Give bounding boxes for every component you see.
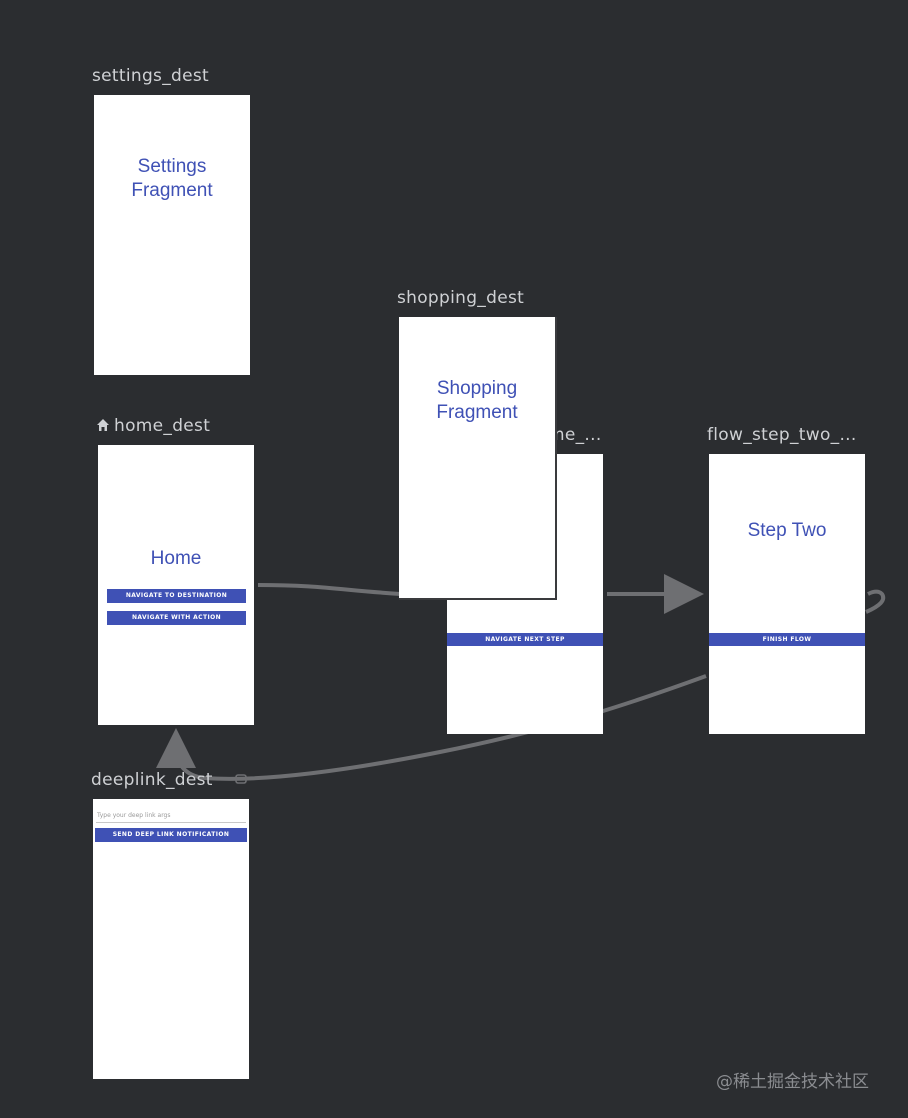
- deeplink-dest-screen[interactable]: Type your deep link args SEND DEEP LINK …: [93, 799, 249, 1079]
- home-fragment-title: Home: [150, 548, 202, 569]
- deeplink-dest-label: deeplink_dest: [91, 770, 213, 790]
- flow-step-two-dest-label: flow_step_two_...: [707, 425, 857, 445]
- navigate-next-step-button[interactable]: NAVIGATE NEXT STEP: [447, 633, 603, 646]
- watermark: @稀土掘金技术社区: [716, 1072, 869, 1092]
- settings-dest-label: settings_dest: [92, 66, 209, 86]
- settings-fragment-title: Settings Fragment: [94, 155, 250, 203]
- settings-fragment-title-text: Settings Fragment: [131, 156, 213, 201]
- finish-flow-button[interactable]: FINISH FLOW: [709, 633, 865, 646]
- deep-link-args-input[interactable]: Type your deep link args: [97, 812, 171, 819]
- settings-dest-screen[interactable]: Settings Fragment: [94, 95, 250, 375]
- shopping-dest-screen[interactable]: Shopping Fragment: [399, 317, 557, 600]
- flow-step-one-dest-label: me_...: [548, 425, 602, 445]
- home-dest-screen[interactable]: Home NAVIGATE TO DESTINATION NAVIGATE WI…: [98, 445, 254, 725]
- shopping-fragment-title-text: Shopping Fragment: [436, 378, 518, 423]
- link-icon: [235, 774, 247, 784]
- navigate-with-action-button[interactable]: NAVIGATE WITH ACTION: [107, 611, 246, 625]
- home-dest-label: home_dest: [114, 416, 211, 436]
- edge-step-two-exit[interactable]: [865, 589, 886, 614]
- deep-link-input-underline: [96, 822, 246, 823]
- shopping-fragment-title: Shopping Fragment: [399, 377, 555, 425]
- home-icon: [97, 419, 109, 431]
- step-two-title: Step Two: [747, 520, 827, 541]
- edge-step-two-to-home[interactable]: [156, 674, 707, 781]
- flow-step-two-dest-screen[interactable]: Step Two FINISH FLOW: [709, 454, 865, 734]
- send-deep-link-notification-button[interactable]: SEND DEEP LINK NOTIFICATION: [95, 828, 247, 842]
- navigate-to-destination-button[interactable]: NAVIGATE TO DESTINATION: [107, 589, 246, 603]
- edge-home-to-flow-step-one[interactable]: [257, 583, 401, 596]
- shopping-dest-label: shopping_dest: [397, 288, 525, 308]
